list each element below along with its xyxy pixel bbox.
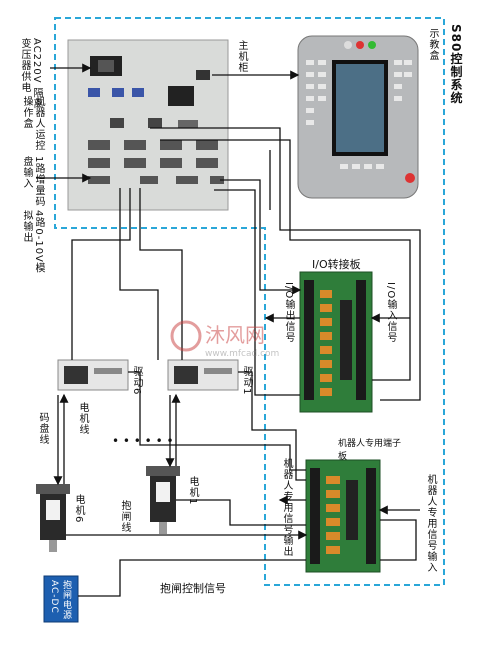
motor1-label: 电机1: [187, 476, 198, 506]
drive1-label: 驱动1: [241, 366, 252, 396]
robot-terminal-label: 机器人专用端子板: [338, 439, 402, 462]
system-title: S80控制系统: [449, 24, 463, 105]
brake-control-label: 抱闸控制信号: [160, 582, 226, 595]
dots: • • • • • •: [112, 434, 174, 448]
watermark-text: 沐风网: [205, 323, 265, 347]
robot-terminal-board: [305, 459, 381, 573]
watermark-url: www.mfcad.com: [205, 349, 279, 359]
analog-output-label: 4路0-10V模拟输出: [21, 210, 44, 274]
host-cabinet: [67, 39, 229, 211]
drive6-label: 驱动6: [131, 366, 142, 396]
teach-pendant-label: 示教盒: [427, 28, 438, 61]
system-boundary: [54, 17, 445, 586]
power-input-label: AC220V 隔离变压器供电: [19, 38, 42, 110]
io-output-label: I/O输出信号: [283, 282, 294, 344]
io-board: [299, 271, 373, 413]
brake-power-box: [43, 575, 79, 623]
io-input-label: I/O输入信号: [385, 282, 396, 344]
robot-comm-label: 机器人运控操作盒: [21, 96, 44, 151]
encoder-input-label: 1路增量码盘输入: [21, 156, 44, 208]
drive-1: [167, 359, 239, 391]
teach-pendant: [297, 35, 419, 199]
motor-line-label: 电机线: [77, 402, 88, 435]
robot-signal-input-label: 机器人专用信号输入: [425, 474, 436, 573]
brake-line-label: 抱闸线: [119, 500, 130, 533]
motor-1: [146, 466, 180, 534]
watermark: 沐风网 www.mfcad.com: [170, 320, 279, 359]
drive-6: [57, 359, 129, 391]
io-board-label: I/O转接板: [312, 258, 361, 271]
robot-signal-output-label: 机器人专用信号输出: [281, 458, 292, 557]
motor6-label: 电机6: [73, 494, 84, 524]
brake-power-label: 抱闸电源 AC-DC: [49, 580, 71, 620]
host-cabinet-label: 主机柜: [236, 40, 247, 73]
motor-6: [36, 484, 70, 552]
connection-lines: [36, 63, 421, 597]
encoder-line-label: 码盘线: [37, 412, 48, 445]
